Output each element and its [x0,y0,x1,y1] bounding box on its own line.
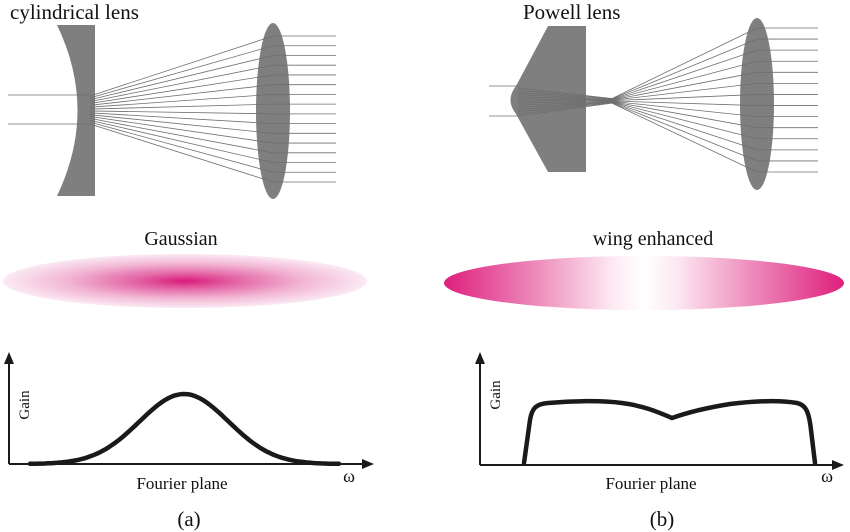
wing-enhanced-beam-profile [444,256,844,310]
diverging-ray-a [89,64,274,102]
diverging-ray-b [611,27,758,99]
powell-lens-title: Powell lens [523,0,620,24]
gain-label-a: Gain [17,390,33,420]
rays-a [8,35,336,183]
diverging-ray-a [89,116,274,144]
diverging-ray-b [611,100,758,106]
x-axis-arrow-b [832,460,844,470]
diverging-ray-b [611,100,758,118]
converging-ray-b [517,100,613,106]
omega-label-b: ω [821,466,833,486]
diverging-ray-a [89,123,274,183]
diverging-ray-b [611,102,758,173]
gaussian-beam-profile [3,254,367,308]
diverging-ray-a [89,103,274,110]
diverging-ray-b [611,49,758,100]
diverging-ray-b [611,101,758,129]
fourier-plane-label-b: Fourier plane [605,474,696,493]
diverging-ray-a [89,94,274,108]
panel-a: cylindrical lens Gaussian Gain Fourier p… [3,0,374,531]
x-axis-arrow-a [362,459,374,469]
y-axis-arrow-b [475,352,485,364]
converging-ray-b [517,102,613,117]
diverging-ray-a [89,118,274,154]
diverging-ray-a [89,55,274,101]
gain-label-b: Gain [488,380,504,410]
converging-ray-b [517,101,613,110]
diverging-ray-b [611,102,758,162]
converging-ray-b [517,98,613,101]
diverging-ray-b [611,82,758,101]
diverging-ray-a [89,74,274,104]
diverging-ray-a [89,121,274,173]
y-axis-arrow-a [4,352,14,364]
diverging-ray-a [89,114,274,134]
converging-ray-b [517,91,613,100]
gain-plot-a: Gain Fourier plane ω [4,352,374,493]
diverging-ray-b [611,60,758,100]
cylindrical-lens-icon [57,25,95,196]
diverging-ray-a [89,84,274,106]
diverging-ray-a [89,110,274,115]
gain-plot-b: Gain Fourier plane ω [475,352,844,493]
diverging-ray-a [89,112,274,124]
panel-b: Powell lens wing enhanced Gain Fourier p… [444,0,844,531]
diverging-ray-b [611,102,758,151]
converging-ray-b [517,100,613,104]
diverging-ray-b [611,101,758,140]
diverging-ray-a [89,119,274,163]
caption-b: (b) [650,507,675,531]
gaussian-gain-curve [27,391,342,467]
rays-b [489,27,818,173]
diverging-ray-a [89,45,274,99]
converging-ray-b [517,101,613,108]
fourier-plane-label-a: Fourier plane [136,474,227,493]
converging-ray-b [517,96,613,101]
converging-ray-b [517,87,613,99]
diverging-ray-b [611,38,758,100]
caption-a: (a) [177,507,200,531]
wing-enhanced-title: wing enhanced [593,228,714,250]
diverging-ray-b [611,94,758,102]
diverging-ray-b [611,71,758,101]
wing-enhanced-gain-curve [521,398,818,466]
diverging-ray-a [89,35,274,97]
converging-ray-b [517,94,613,100]
converging-ray-b [517,102,613,113]
cylindrical-lens-title: cylindrical lens [10,0,139,24]
converging-ray-b [517,89,613,100]
omega-label-a: ω [343,466,355,486]
gaussian-title: Gaussian [144,228,217,250]
converging-ray-b [517,102,613,115]
